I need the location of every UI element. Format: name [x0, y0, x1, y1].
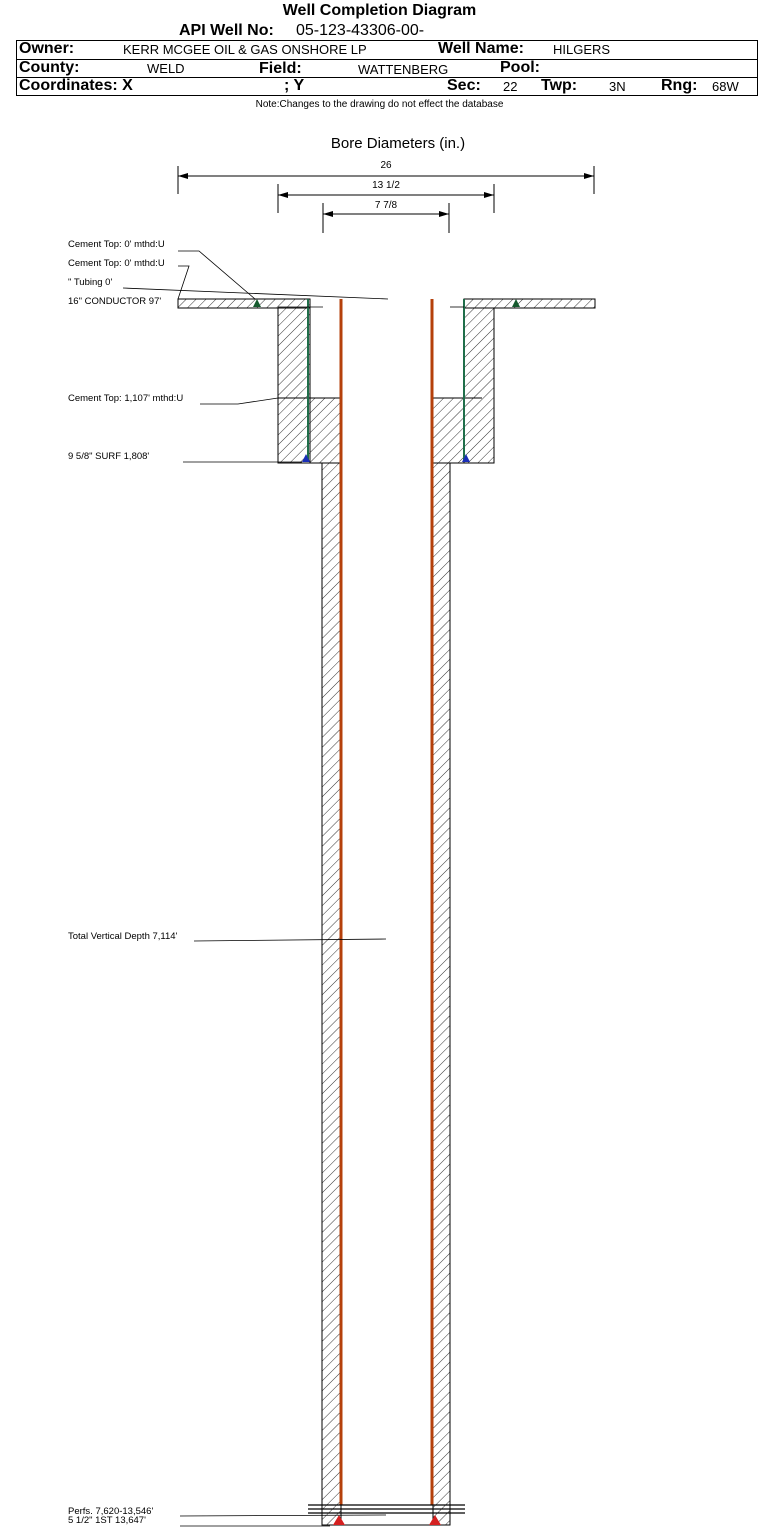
- surface-hole-cement: [277, 307, 495, 464]
- county-label: County:: [19, 59, 80, 76]
- sec-label: Sec:: [447, 77, 481, 94]
- pool-label: Pool:: [500, 59, 540, 76]
- owner-value: KERR MCGEE OIL & GAS ONSHORE LP: [123, 42, 367, 57]
- twp-label: Twp:: [541, 77, 578, 94]
- sec-value: 22: [503, 79, 518, 94]
- coords-row: [16, 77, 758, 96]
- conductor-label: 16" CONDUCTOR 97': [68, 296, 161, 307]
- page-title: Well Completion Diagram: [282, 2, 477, 19]
- surface-shoe-right: [462, 454, 470, 462]
- conductor-shoe-left: [253, 299, 261, 307]
- cement-top-label-1: Cement Top: 0' mthd:U: [68, 239, 165, 250]
- field-label: Field:: [259, 60, 302, 77]
- api-value: 05-123-43306-00-: [296, 22, 425, 39]
- coords-label: Coordinates: X: [19, 77, 133, 94]
- conductor-shoe-right: [512, 299, 520, 307]
- dim-26: 26: [177, 160, 595, 194]
- county-value: WELD: [147, 61, 185, 76]
- twp-value: 3N: [609, 79, 626, 94]
- tvd-label: Total Vertical Depth 7,114': [68, 931, 178, 942]
- cement-top-label-3: Cement Top: 1,107' mthd:U: [68, 393, 183, 404]
- conductor-hole: [177, 298, 596, 309]
- rng-value: 68W: [712, 79, 739, 94]
- dim-7-7-8-label: 7 7/8: [375, 200, 398, 211]
- perfs-label: Perfs. 7,620-13,546': [68, 1506, 153, 1517]
- drawing-note: Note:Changes to the drawing do not effec…: [255, 99, 504, 110]
- dim-7-7-8: 7 7/8: [322, 200, 450, 233]
- production-casing-label: 5 1/2" 1ST 13,647': [68, 1515, 146, 1526]
- production-hole-cement: [278, 462, 494, 1526]
- cement-top-label-2: Cement Top: 0' mthd:U: [68, 258, 165, 269]
- owner-label: Owner:: [19, 40, 75, 57]
- production-shoe-right: [429, 1515, 441, 1525]
- dim-26-label: 26: [380, 160, 392, 171]
- coords-y-label: ; Y: [284, 77, 305, 94]
- well-name-value: HILGERS: [553, 42, 611, 57]
- production-shoe-left: [333, 1515, 345, 1525]
- api-label: API Well No:: [179, 22, 274, 39]
- production-casing: [333, 299, 441, 1525]
- annotation-leaders: [122, 250, 464, 1527]
- field-value: WATTENBERG: [358, 62, 449, 77]
- surface-casing: [253, 299, 520, 462]
- dim-13-1-2: 13 1/2: [277, 180, 495, 213]
- perforations: [308, 1504, 465, 1514]
- surface-shoe-left: [302, 454, 310, 462]
- well-name-label: Well Name:: [438, 40, 524, 57]
- rng-label: Rng:: [661, 77, 698, 94]
- dim-13-1-2-label: 13 1/2: [372, 180, 400, 191]
- bore-diameters-title: Bore Diameters (in.): [331, 135, 465, 152]
- surface-casing-label: 9 5/8" SURF 1,808': [68, 451, 149, 462]
- tubing-label: " Tubing 0': [68, 277, 112, 288]
